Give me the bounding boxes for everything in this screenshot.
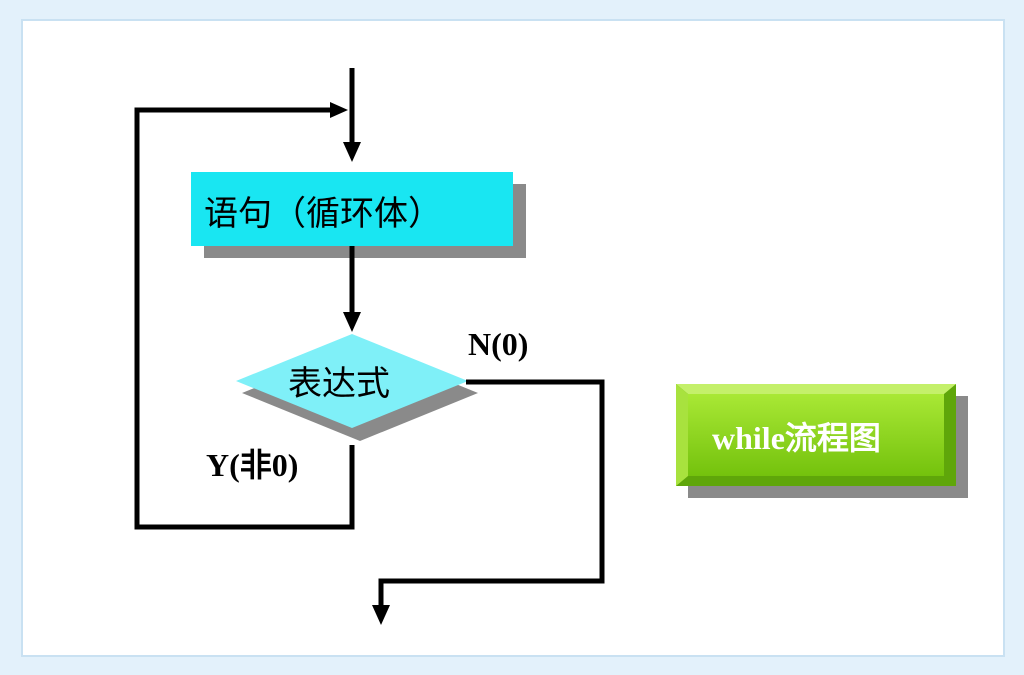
loop-back-line	[134, 107, 355, 530]
decision-diamond	[236, 334, 468, 428]
decision-text: 表达式	[288, 364, 390, 404]
branch-no-label: N(0)	[468, 326, 528, 362]
slide-canvas	[21, 19, 1005, 657]
exit-arrowhead	[372, 605, 390, 625]
process-box	[191, 172, 513, 246]
process-box-text: 语句（循环体）	[204, 194, 442, 234]
title-button-left-edge	[676, 384, 688, 486]
entry-arrowhead	[343, 142, 361, 162]
title-button	[688, 394, 944, 476]
title-button-text: while流程图	[712, 420, 881, 456]
loop-back-arrowhead	[330, 102, 348, 118]
exit-line	[378, 379, 605, 610]
process-to-decision-arrowhead	[343, 312, 361, 332]
title-button-highlight	[676, 384, 956, 394]
branch-yes-label: Y(非0)	[206, 447, 298, 483]
